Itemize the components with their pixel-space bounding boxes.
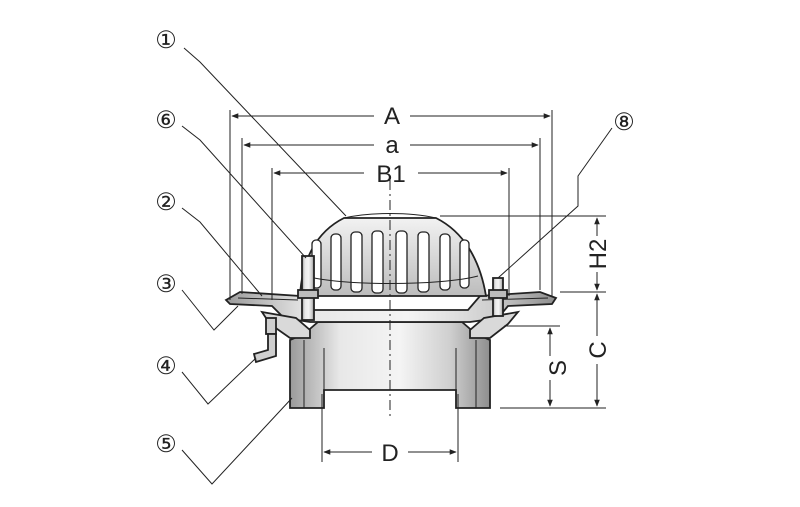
- callout-1: ①: [155, 27, 177, 54]
- dimension-B1: [271, 168, 510, 300]
- dimension-label-C: C: [585, 341, 612, 358]
- callout-8: ⑧: [613, 109, 635, 136]
- dimension-a: [241, 138, 541, 294]
- dimension-H2: [440, 215, 606, 293]
- callout-6: ⑥: [155, 107, 177, 134]
- dome-strainer: [299, 213, 488, 297]
- callout-leaders: [181, 47, 613, 485]
- dimension-label-S: S: [545, 360, 572, 376]
- dimension-S: [504, 325, 560, 407]
- callout-number: ⑤: [155, 431, 177, 458]
- dimension-label-A: A: [384, 103, 400, 130]
- dimension-A: [229, 110, 553, 300]
- callout-number: ④: [155, 353, 177, 380]
- callout-4: ④: [155, 353, 177, 380]
- callout-number: ①: [155, 27, 177, 54]
- callout-2: ②: [155, 189, 177, 216]
- callout-3: ③: [155, 271, 177, 298]
- clamp-bolt-left: [297, 255, 319, 321]
- callout-number: ②: [155, 189, 177, 216]
- callout-number: ⑥: [155, 107, 177, 134]
- dimension-label-B1: B1: [376, 161, 405, 188]
- underdeck-clamp: [252, 317, 277, 364]
- callout-5: ⑤: [155, 431, 177, 458]
- callout-number: ③: [155, 271, 177, 298]
- dimension-label-H2: H2: [585, 239, 612, 270]
- dimension-D: [321, 394, 459, 462]
- dimension-C: [500, 293, 606, 409]
- dimension-label-a: a: [385, 132, 399, 159]
- dimension-label-D: D: [381, 440, 398, 467]
- callout-number: ⑧: [613, 109, 635, 136]
